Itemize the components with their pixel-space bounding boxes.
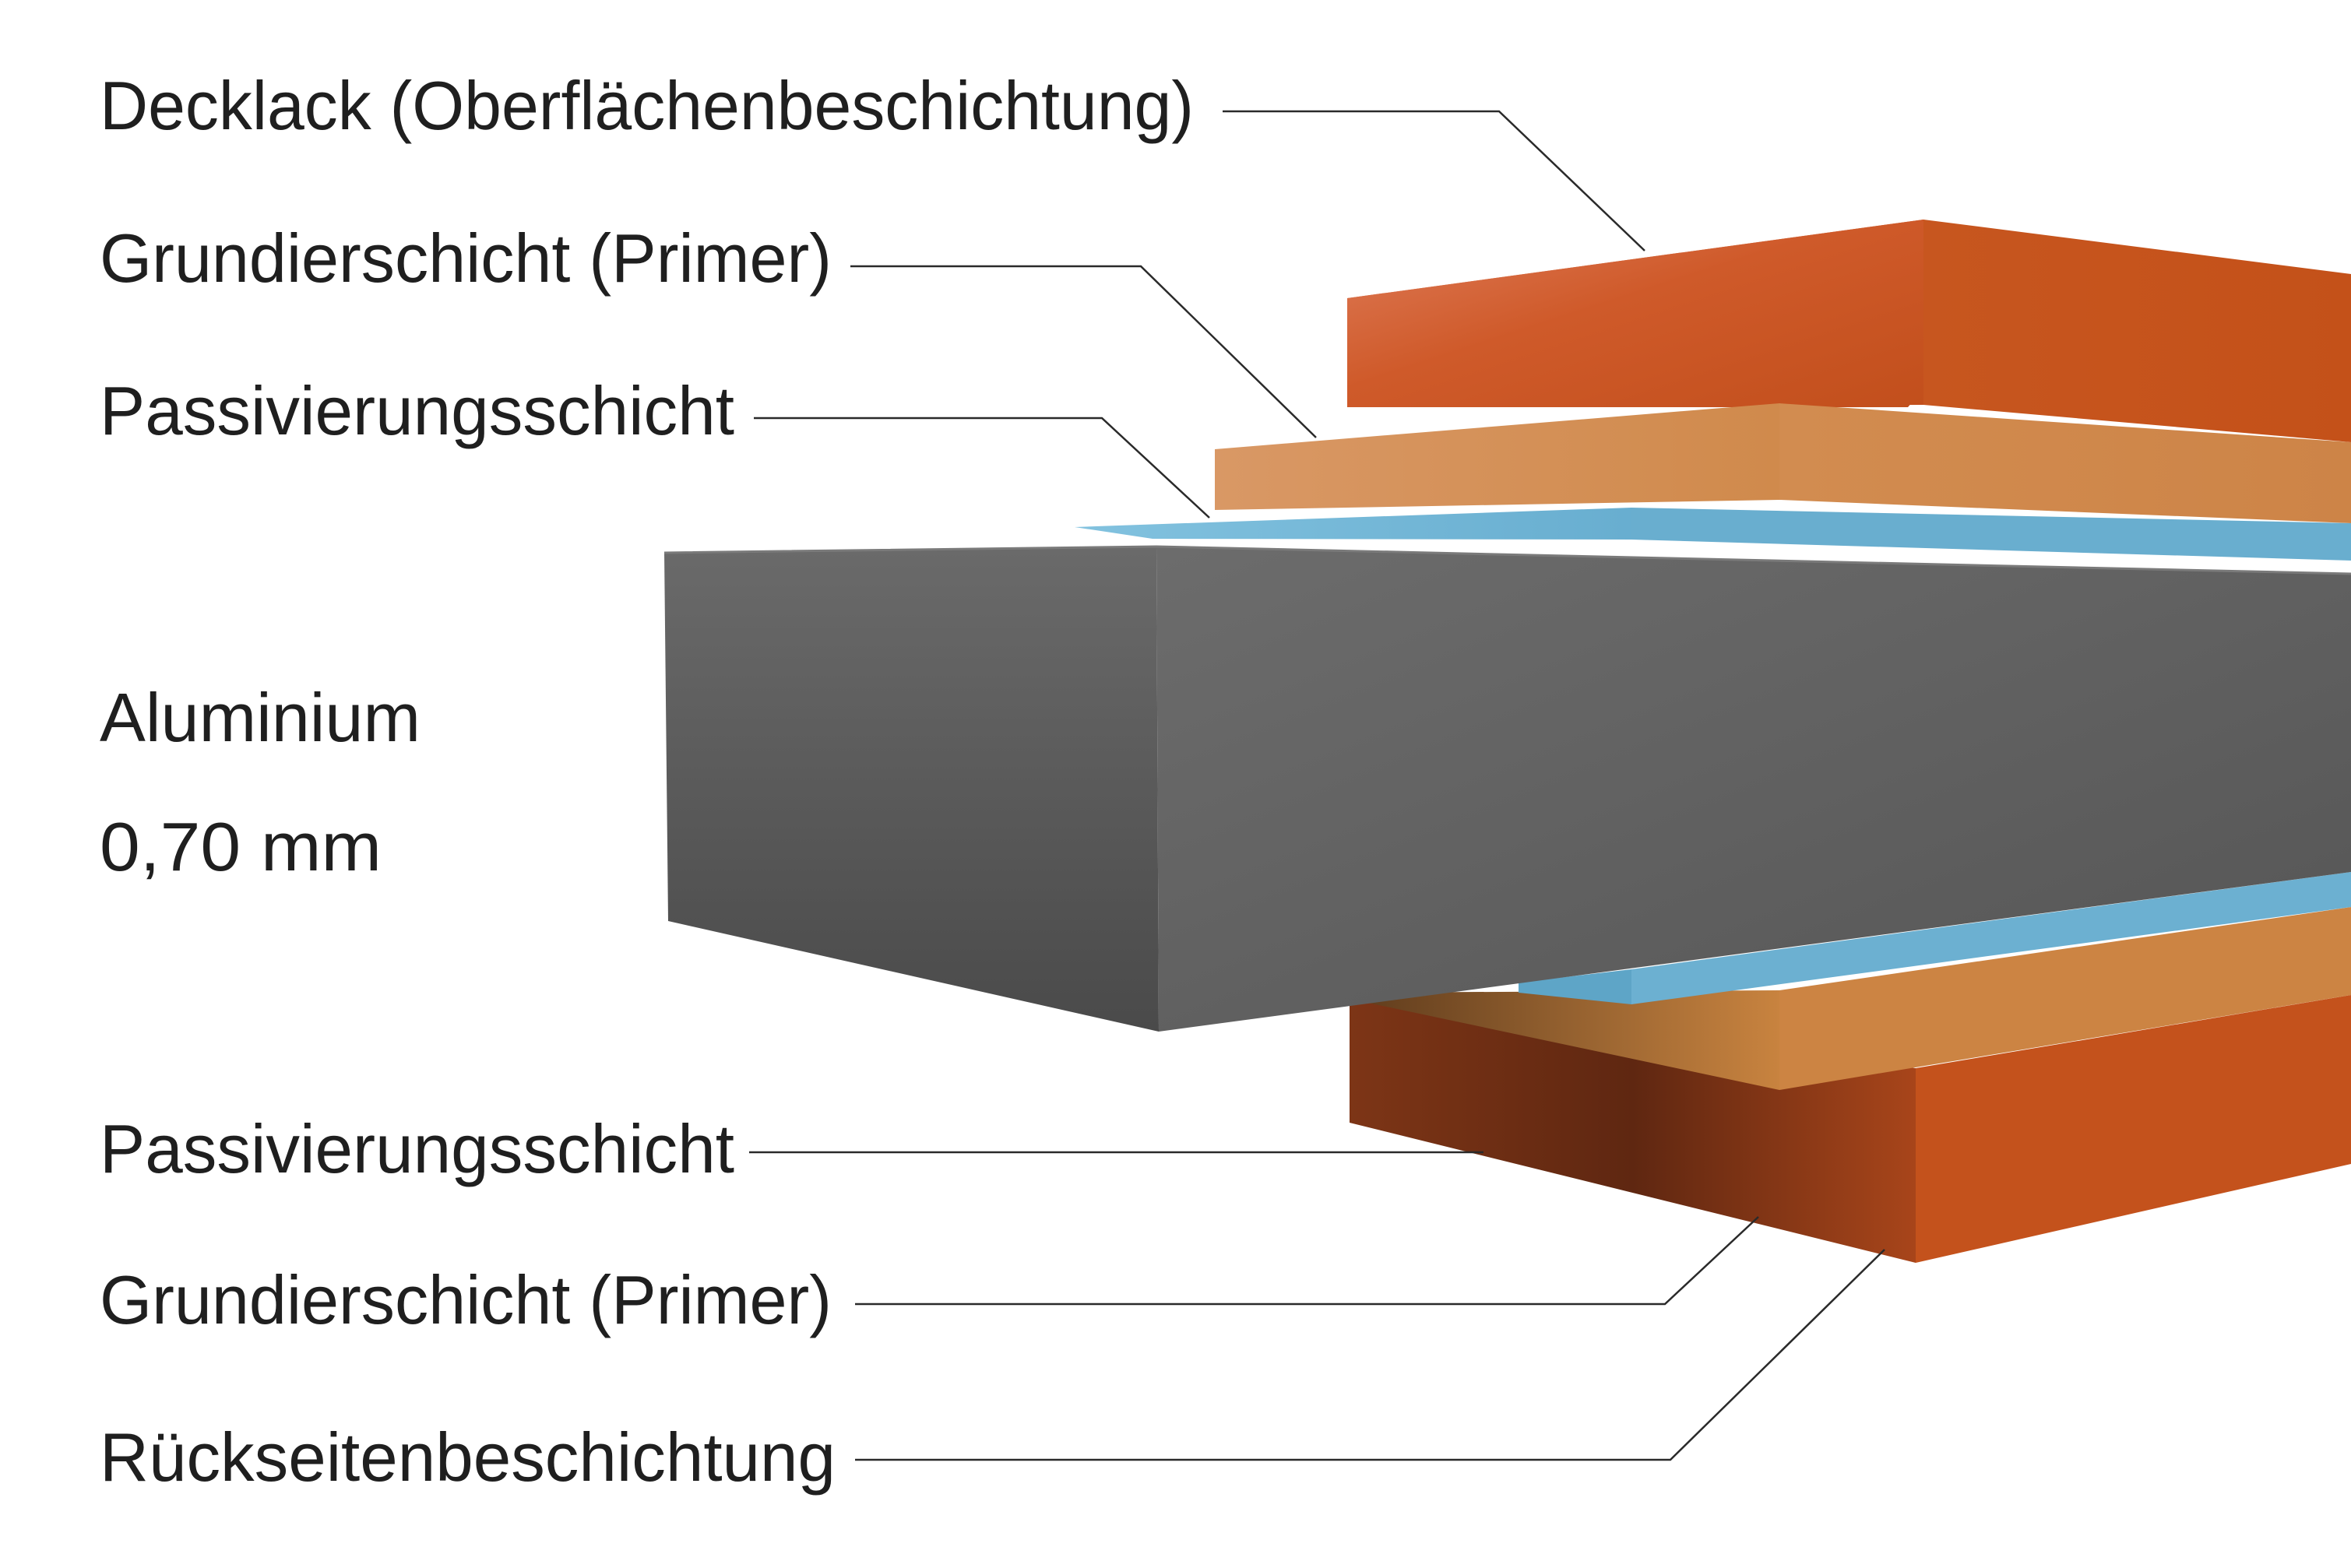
label-top-primer: Grundierschicht (Primer): [100, 220, 832, 297]
bottom-passivation-right-face: [1631, 872, 2351, 1004]
back-coat-right-face: [1916, 995, 2351, 1263]
top-coat-right-face: [1923, 220, 2351, 442]
label-core-material: Aluminium: [100, 679, 421, 756]
top-passivation-front-face: [1075, 508, 1631, 540]
label-bottom-primer: Grundierschicht (Primer): [100, 1261, 832, 1338]
aluminium-front-face: [664, 547, 1159, 1032]
leader-top-passivation: [754, 417, 1210, 519]
label-back-coat: Rückseitenbeschichtung: [100, 1419, 836, 1496]
top-coat-layer: [1347, 220, 2351, 442]
top-passivation-layer: [1075, 508, 2351, 561]
leader-bottom-primer: [855, 1216, 1759, 1306]
top-primer-right-face: [1779, 403, 2351, 523]
leader-lines: [749, 110, 1885, 1461]
top-primer-layer: [1215, 403, 2351, 523]
bottom-primer-front-face: [1350, 990, 1779, 1090]
top-primer-front-face: [1215, 403, 1779, 510]
bottom-passivation-layer: [1519, 872, 2351, 1004]
bottom-primer-right-face: [1779, 907, 2351, 1090]
label-core-thickness: 0,70 mm: [100, 808, 382, 885]
top-coat-front-face-left: [1347, 220, 1923, 407]
leader-back-coat: [855, 1249, 1885, 1461]
aluminium-right-face: [1156, 547, 2351, 1032]
label-bottom-passivation: Passivierungsschicht: [100, 1110, 734, 1187]
top-passivation-right-face: [1631, 508, 2351, 561]
bottom-primer-layer: [1350, 907, 2351, 1090]
label-top-coat: Decklack (Oberflächenbeschichtung): [100, 67, 1194, 144]
leader-top-primer: [850, 265, 1317, 438]
layer-labels: Decklack (Oberflächenbeschichtung) Grund…: [100, 67, 1194, 1496]
bottom-passivation-front-face: [1519, 969, 1631, 1004]
leader-top-coat: [1223, 110, 1645, 251]
label-top-passivation: Passivierungsschicht: [100, 372, 734, 449]
aluminium-core: [663, 545, 2351, 1032]
aluminium-edge-highlight: [663, 545, 2351, 575]
